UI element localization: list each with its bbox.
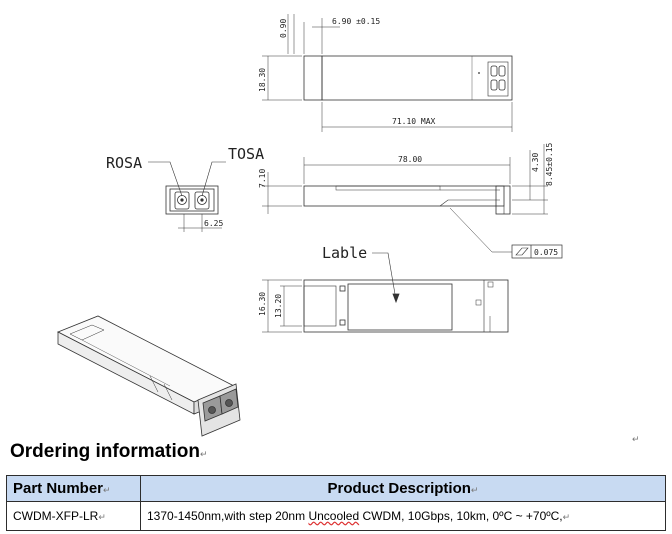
dim-side-height: 7.10	[258, 169, 267, 188]
dim-width: 6.90 ±0.15	[332, 17, 380, 26]
table-row: CWDM-XFP-LR↵ 1370-1450nm,with step 20nm …	[6, 501, 666, 531]
dim-inner: 13.20	[274, 294, 283, 318]
paragraph-mark: ↵	[103, 485, 111, 495]
dim-gap: 0.90	[279, 19, 288, 38]
label-callout: Lable	[322, 244, 367, 262]
cell-part-number: CWDM-XFP-LR↵	[6, 501, 141, 531]
rosa-label: ROSA	[106, 154, 142, 172]
ordering-table: Part Number↵ Product Description↵ CWDM-X…	[6, 475, 666, 531]
dim-body: 78.00	[398, 155, 422, 164]
dim-height: 18.30	[258, 68, 267, 92]
description-pre: 1370-1450nm,with step 20nm	[147, 509, 309, 523]
table-header-row: Part Number↵ Product Description↵	[6, 475, 666, 502]
header-part-number-text: Part Number	[13, 480, 104, 497]
section-title: Ordering information↵	[10, 441, 208, 463]
dim-right-b: 8.45±0.15	[545, 142, 554, 186]
tosa-label: TOSA	[228, 145, 264, 163]
dim-pitch: 6.25	[204, 219, 223, 228]
header-part-number: Part Number↵	[6, 475, 141, 502]
paragraph-mark: ↵	[200, 449, 208, 459]
header-product-description: Product Description↵	[140, 475, 666, 502]
front-view	[148, 161, 226, 232]
mechanical-drawing: 6.90 ±0.15 0.90 18.30 71.10 MAX ROSA TOS…	[57, 14, 563, 437]
dim-right-a: 4.30	[531, 153, 540, 172]
paragraph-mark: ↵	[562, 512, 571, 522]
flatness-value: 0.075	[534, 248, 558, 257]
section-title-text: Ordering information	[10, 441, 200, 462]
isometric-module	[57, 315, 241, 437]
paragraph-mark: ↵	[632, 434, 640, 444]
paragraph-mark: ↵	[470, 485, 479, 495]
top-view	[262, 14, 513, 132]
side-view	[262, 144, 563, 259]
description-spellcheck-word: Uncooled	[308, 509, 360, 523]
cell-description: 1370-1450nm,with step 20nm Uncooled CWDM…	[140, 501, 666, 531]
header-description-text: Product Description	[327, 480, 471, 497]
paragraph-mark: ↵	[98, 512, 106, 522]
bottom-view	[262, 252, 509, 333]
part-number-text: CWDM-XFP-LR	[13, 509, 99, 523]
dim-outer: 16.30	[258, 292, 267, 316]
dim-length: 71.10 MAX	[392, 117, 436, 126]
description-post: CWDM, 10Gbps, 10km, 0ºC ~ +70ºC,	[359, 509, 563, 523]
